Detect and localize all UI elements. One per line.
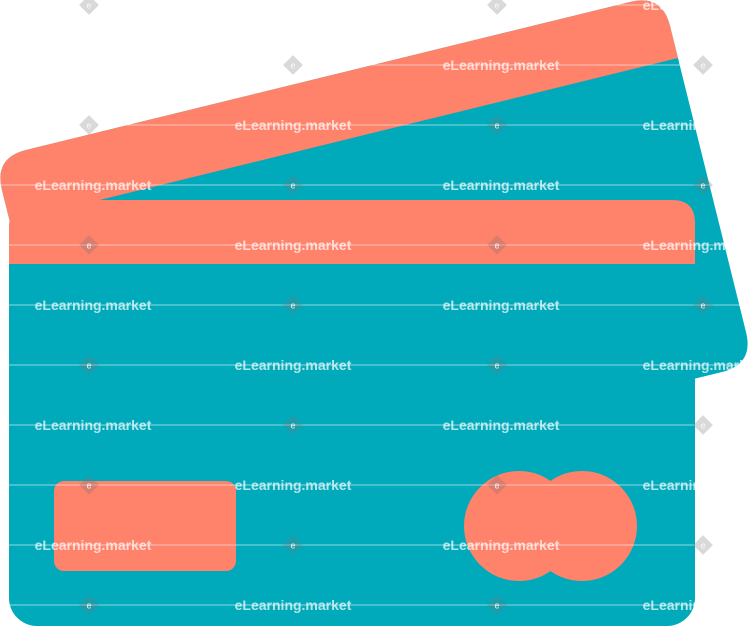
watermark-text: eLearning.market: [235, 357, 352, 373]
svg-text:e: e: [86, 1, 91, 11]
card-chip-icon: [54, 481, 236, 571]
svg-text:e: e: [494, 361, 499, 371]
watermark-text: eLearning.market: [235, 477, 352, 493]
svg-text:e: e: [494, 1, 499, 11]
watermark-badge-icon: e: [487, 115, 507, 135]
watermark-badge-icon: e: [693, 295, 713, 315]
watermark-text: eLearning.market: [235, 0, 352, 13]
svg-text:e: e: [86, 241, 91, 251]
watermark-text: eLearning.market: [235, 237, 352, 253]
svg-text:e: e: [86, 481, 91, 491]
svg-text:e: e: [86, 361, 91, 371]
back-card-stripe: [0, 0, 678, 223]
svg-text:e: e: [86, 121, 91, 131]
watermark-badge-icon: e: [693, 415, 713, 435]
watermark-text: eLearning.market: [35, 537, 152, 553]
watermark-text: eLearning.market: [443, 57, 560, 73]
watermark-text: eLearning.market: [643, 357, 750, 373]
watermark-text: eLearning.market: [643, 477, 750, 493]
watermark-text: eLearning.market: [35, 57, 152, 73]
watermark-badge-icon: e: [487, 475, 507, 495]
watermark-badge-icon: e: [283, 415, 303, 435]
svg-text:e: e: [700, 181, 705, 191]
watermark-text: eLearning.market: [35, 297, 152, 313]
watermark-text: eLearning.market: [235, 117, 352, 133]
watermark-badge-icon: e: [283, 175, 303, 195]
watermark-text: eLearning.market: [443, 297, 560, 313]
svg-text:e: e: [290, 61, 295, 71]
svg-text:e: e: [290, 541, 295, 551]
watermark-text: eLearning.market: [643, 597, 750, 613]
watermark-badge-icon: e: [79, 0, 99, 15]
svg-text:e: e: [494, 121, 499, 131]
watermark-text: eLearning.market: [643, 0, 750, 13]
svg-text:e: e: [494, 481, 499, 491]
watermark-badge-icon: e: [283, 535, 303, 555]
watermark-badge-icon: e: [79, 475, 99, 495]
svg-text:e: e: [700, 421, 705, 431]
svg-text:e: e: [494, 241, 499, 251]
watermark-text: eLearning.market: [35, 417, 152, 433]
watermark-text: eLearning.market: [443, 537, 560, 553]
svg-text:e: e: [86, 601, 91, 611]
watermark-badge-icon: e: [693, 535, 713, 555]
svg-text:e: e: [700, 541, 705, 551]
watermark-badge-icon: e: [487, 595, 507, 615]
card-brand-circles-icon: [464, 471, 637, 581]
watermark-badge-icon: e: [487, 0, 507, 15]
watermark-text: eLearning.market: [643, 237, 750, 253]
front-card-stripe: [9, 200, 695, 264]
watermark-text: eLearning.market: [443, 177, 560, 193]
watermark-badge-icon: e: [283, 55, 303, 75]
front-card: [9, 200, 695, 626]
watermark-badge-icon: e: [79, 235, 99, 255]
watermark-text: eLearning.market: [235, 597, 352, 613]
svg-text:e: e: [494, 601, 499, 611]
svg-text:e: e: [700, 301, 705, 311]
svg-text:e: e: [290, 181, 295, 191]
watermark-badge-icon: e: [79, 355, 99, 375]
watermark-text: eLearning.market: [443, 417, 560, 433]
svg-text:e: e: [290, 301, 295, 311]
watermark-badge-icon: e: [79, 115, 99, 135]
watermark-badge-icon: e: [283, 295, 303, 315]
watermark-badge-icon: e: [487, 355, 507, 375]
watermark-badge-icon: e: [693, 55, 713, 75]
watermark-text: eLearning.market: [35, 177, 152, 193]
svg-text:e: e: [290, 421, 295, 431]
svg-text:e: e: [700, 61, 705, 71]
watermark-badge-icon: e: [487, 235, 507, 255]
watermark-text: eLearning.market: [643, 117, 750, 133]
